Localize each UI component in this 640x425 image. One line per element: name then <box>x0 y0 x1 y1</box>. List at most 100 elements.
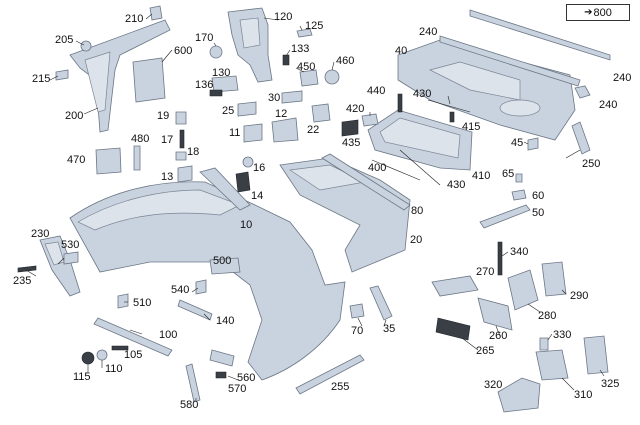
callout-310: 310 <box>574 389 592 401</box>
part-100-strip[interactable] <box>93 317 173 357</box>
part-30-strip[interactable] <box>281 90 303 104</box>
callout-420: 420 <box>346 103 364 115</box>
part-10-bumper-shell[interactable] <box>69 167 346 381</box>
part-400-rod[interactable] <box>371 159 421 181</box>
part-18-nut[interactable] <box>175 151 187 161</box>
part-105-screw[interactable] <box>111 345 129 351</box>
callout-170: 170 <box>195 32 213 44</box>
part-600-pad[interactable] <box>132 57 166 103</box>
part-65-clip[interactable] <box>515 173 523 183</box>
part-530-clip[interactable] <box>63 251 79 265</box>
callout-30: 30 <box>268 92 280 104</box>
part-330-clip[interactable] <box>539 337 549 351</box>
callout-410: 410 <box>472 170 490 182</box>
part-11-cap[interactable] <box>243 123 263 143</box>
part-540-clip[interactable] <box>195 279 207 295</box>
part-80-strip[interactable] <box>321 153 411 211</box>
part-580-strip[interactable] <box>185 363 201 403</box>
part-470-pad[interactable] <box>95 147 122 175</box>
part-240-trim-top[interactable] <box>469 9 611 61</box>
part-255-strip[interactable] <box>295 354 365 395</box>
part-240-trim-mid[interactable] <box>439 35 581 87</box>
part-215-bolt[interactable] <box>55 69 69 81</box>
part-290-ring[interactable] <box>541 261 567 297</box>
part-16-grommet[interactable] <box>242 156 254 168</box>
part-25-clip[interactable] <box>237 101 257 117</box>
part-14-sensor[interactable] <box>235 171 251 193</box>
part-570-screw[interactable] <box>215 371 227 379</box>
part-415-screw[interactable] <box>449 111 455 123</box>
part-435-sensor[interactable] <box>341 119 359 137</box>
part-450-sensor[interactable] <box>299 69 319 87</box>
callout-260: 260 <box>489 330 507 342</box>
part-130-holder[interactable] <box>211 75 239 93</box>
part-430-rod-upper[interactable] <box>427 99 471 113</box>
part-240-trim-side[interactable] <box>574 85 591 99</box>
callout-470: 470 <box>67 154 85 166</box>
callout-200: 200 <box>65 110 83 122</box>
callout-580: 580 <box>180 399 198 411</box>
part-325-ring[interactable] <box>583 335 609 375</box>
part-13-block[interactable] <box>177 165 193 183</box>
part-22-bracket[interactable] <box>311 103 331 123</box>
part-280-bracket[interactable] <box>507 269 539 311</box>
part-110-washer[interactable] <box>96 349 108 361</box>
part-35-bracket[interactable] <box>369 285 393 321</box>
part-12-cover[interactable] <box>271 117 299 143</box>
callout-14: 14 <box>251 190 263 202</box>
callout-16: 16 <box>253 162 265 174</box>
callout-240: 240 <box>419 26 437 38</box>
part-50-strip[interactable] <box>479 204 531 229</box>
part-500-bracket[interactable] <box>209 257 241 275</box>
callout-415: 415 <box>462 121 480 133</box>
part-250-bracket[interactable] <box>571 121 591 155</box>
callout-136: 136 <box>195 79 213 91</box>
callout-435: 435 <box>342 137 360 149</box>
part-45-clip[interactable] <box>527 137 539 151</box>
callout-480: 480 <box>131 133 149 145</box>
part-210-clip[interactable] <box>149 5 163 21</box>
callout-12: 12 <box>275 108 287 120</box>
part-17-screw[interactable] <box>179 129 185 149</box>
part-560-cap[interactable] <box>209 349 235 367</box>
part-420-clip[interactable] <box>361 113 379 127</box>
callout-240-right: 240 <box>613 72 631 84</box>
part-230-side-bracket[interactable] <box>39 235 81 297</box>
callout-230: 230 <box>31 228 49 240</box>
part-125-clip[interactable] <box>296 28 313 38</box>
part-60-clip[interactable] <box>511 189 527 201</box>
part-270-bracket[interactable] <box>431 275 479 297</box>
part-235-screw[interactable] <box>17 265 37 273</box>
part-510-clip[interactable] <box>117 293 129 309</box>
part-205-cap[interactable] <box>80 40 92 52</box>
part-19-clip[interactable] <box>175 111 187 125</box>
callout-265: 265 <box>476 345 494 357</box>
part-430-rod-lower[interactable] <box>399 149 441 186</box>
part-200-bracket[interactable] <box>69 19 171 133</box>
reference-800-box[interactable]: ➔ 800 <box>566 4 630 21</box>
part-440-bolt[interactable] <box>397 93 403 113</box>
callout-125: 125 <box>305 20 323 32</box>
part-70-clip[interactable] <box>349 303 365 319</box>
part-170-grommet[interactable] <box>209 45 223 59</box>
callout-250: 250 <box>582 158 600 170</box>
callout-120: 120 <box>274 11 292 23</box>
part-133-screw[interactable] <box>282 54 290 66</box>
callout-45: 45 <box>511 137 523 149</box>
part-460-ring[interactable] <box>324 69 340 85</box>
part-260-bracket[interactable] <box>477 297 513 331</box>
part-480-strip[interactable] <box>133 145 141 171</box>
callout-290: 290 <box>570 290 588 302</box>
callout-18: 18 <box>187 146 199 158</box>
part-265-pad[interactable] <box>435 317 471 341</box>
part-340-bolt[interactable] <box>497 241 503 276</box>
part-120-bracket[interactable] <box>227 7 273 83</box>
part-410-grille[interactable] <box>367 109 473 171</box>
part-310-bracket[interactable] <box>535 349 569 381</box>
part-320-cover[interactable] <box>497 377 541 413</box>
part-136-bolt[interactable] <box>209 89 223 97</box>
callout-65: 65 <box>502 168 514 180</box>
part-115-grommet[interactable] <box>81 351 95 365</box>
callout-560: 560 <box>237 372 255 384</box>
